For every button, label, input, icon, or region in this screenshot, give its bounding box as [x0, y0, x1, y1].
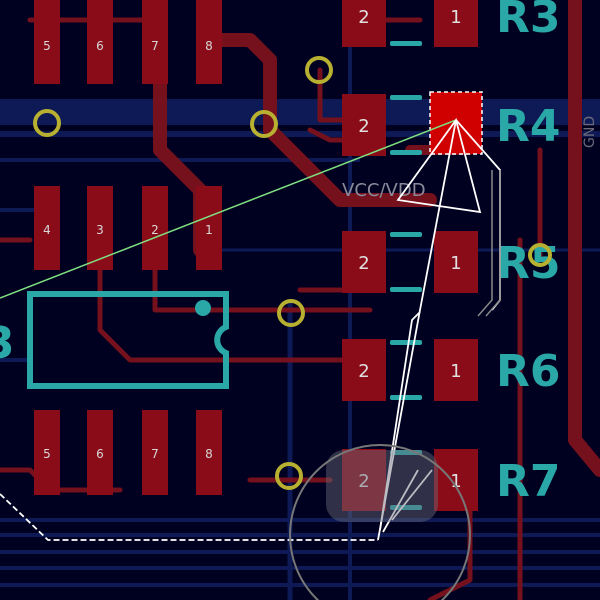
ic-pin[interactable]: 2 — [142, 186, 168, 270]
ic-pin[interactable]: 3 — [87, 186, 113, 270]
ratsnest-airwire — [0, 119, 457, 299]
resistor-r4[interactable]: 2 R4 — [342, 94, 561, 156]
resistor-r3[interactable]: 2 1 R3 — [342, 0, 561, 47]
via-circle-icon[interactable] — [275, 462, 303, 490]
ic-pin-number: 3 — [96, 223, 104, 237]
pad-2[interactable] — [342, 449, 386, 511]
ic-silkscreen-outline: 3 — [0, 291, 229, 389]
net-label-gnd: GND — [582, 116, 598, 148]
ic-pin[interactable]: 7 — [142, 410, 168, 495]
ic-pin[interactable]: 8 — [196, 0, 222, 84]
route-preview-grey — [477, 170, 501, 317]
refdes-label: R5 — [496, 238, 561, 289]
resistor-r5[interactable]: 2 1 R5 — [342, 231, 561, 293]
ic-pin[interactable]: 6 — [87, 410, 113, 495]
ic-pin[interactable]: 1 — [196, 186, 222, 270]
ic-top-upper-pins: 5 6 7 8 — [34, 0, 222, 84]
ic-pin-number: 5 — [43, 39, 51, 53]
pad-2-number: 2 — [358, 471, 369, 492]
via-circle-icon[interactable] — [277, 299, 305, 327]
pad-1-number: 1 — [450, 253, 461, 274]
ic-pin-number: 6 — [96, 447, 104, 461]
ic-pin-number: 4 — [43, 223, 51, 237]
silk-bar — [390, 95, 422, 100]
pad-1[interactable] — [434, 339, 478, 401]
ic-pin-number: 8 — [205, 39, 213, 53]
silk-bar — [390, 232, 422, 237]
pad-2[interactable] — [342, 0, 386, 47]
ic-pin[interactable]: 7 — [142, 0, 168, 84]
ic-pin-number: 2 — [151, 223, 159, 237]
silk-bar — [390, 150, 422, 155]
refdes-label: R3 — [496, 0, 561, 43]
ic-pin[interactable]: 5 — [34, 0, 60, 84]
ic-pin[interactable]: 4 — [34, 186, 60, 270]
via-circle-icon[interactable] — [250, 110, 278, 138]
ic-refdes-label: 3 — [0, 318, 15, 369]
vias[interactable] — [33, 56, 552, 490]
ic-pin-number: 5 — [43, 447, 51, 461]
pad-2-number: 2 — [358, 253, 369, 274]
pin1-dot-icon — [195, 300, 211, 316]
ic-pin-number: 8 — [205, 447, 213, 461]
ic-pin-number: 7 — [151, 447, 159, 461]
pad-2-number: 2 — [358, 116, 369, 137]
silk-bar — [390, 41, 422, 46]
pad-2-number: 2 — [358, 7, 369, 28]
pad-1-number: 1 — [450, 361, 461, 382]
ic-pin-number: 7 — [151, 39, 159, 53]
silk-bar — [390, 340, 422, 345]
ic-pin[interactable]: 5 — [34, 410, 60, 495]
silk-bar — [390, 395, 422, 400]
refdes-label: R4 — [496, 101, 561, 152]
via-circle-icon[interactable] — [305, 56, 333, 84]
silk-bar — [390, 287, 422, 292]
ic-pin-number: 6 — [96, 39, 104, 53]
resistor-r7[interactable]: 2 1 R7 — [342, 449, 561, 511]
drag-cursor-icon — [289, 444, 471, 600]
via-circle-icon[interactable] — [33, 109, 61, 137]
pad-1[interactable] — [434, 231, 478, 293]
pad-1-number: 1 — [450, 471, 461, 492]
ic-pin[interactable]: 8 — [196, 410, 222, 495]
pad-2[interactable] — [342, 231, 386, 293]
via-circle-icon[interactable] — [528, 243, 552, 267]
ic-bottom-pins: 5 6 7 8 — [34, 410, 222, 495]
resistor-r6[interactable]: 2 1 R6 — [342, 339, 561, 401]
pad-1[interactable] — [434, 449, 478, 511]
refdes-label: R6 — [496, 346, 561, 397]
ic-pin-number: 1 — [205, 223, 213, 237]
net-label-vccvdd: VCC/VDD — [342, 180, 426, 201]
pad-1[interactable] — [434, 0, 478, 47]
pad-2[interactable] — [342, 94, 386, 156]
pad-1-number: 1 — [450, 7, 461, 28]
pad-2[interactable] — [342, 339, 386, 401]
refdes-label: R7 — [496, 456, 561, 507]
ic-pin[interactable]: 6 — [87, 0, 113, 84]
pad-2-number: 2 — [358, 361, 369, 382]
